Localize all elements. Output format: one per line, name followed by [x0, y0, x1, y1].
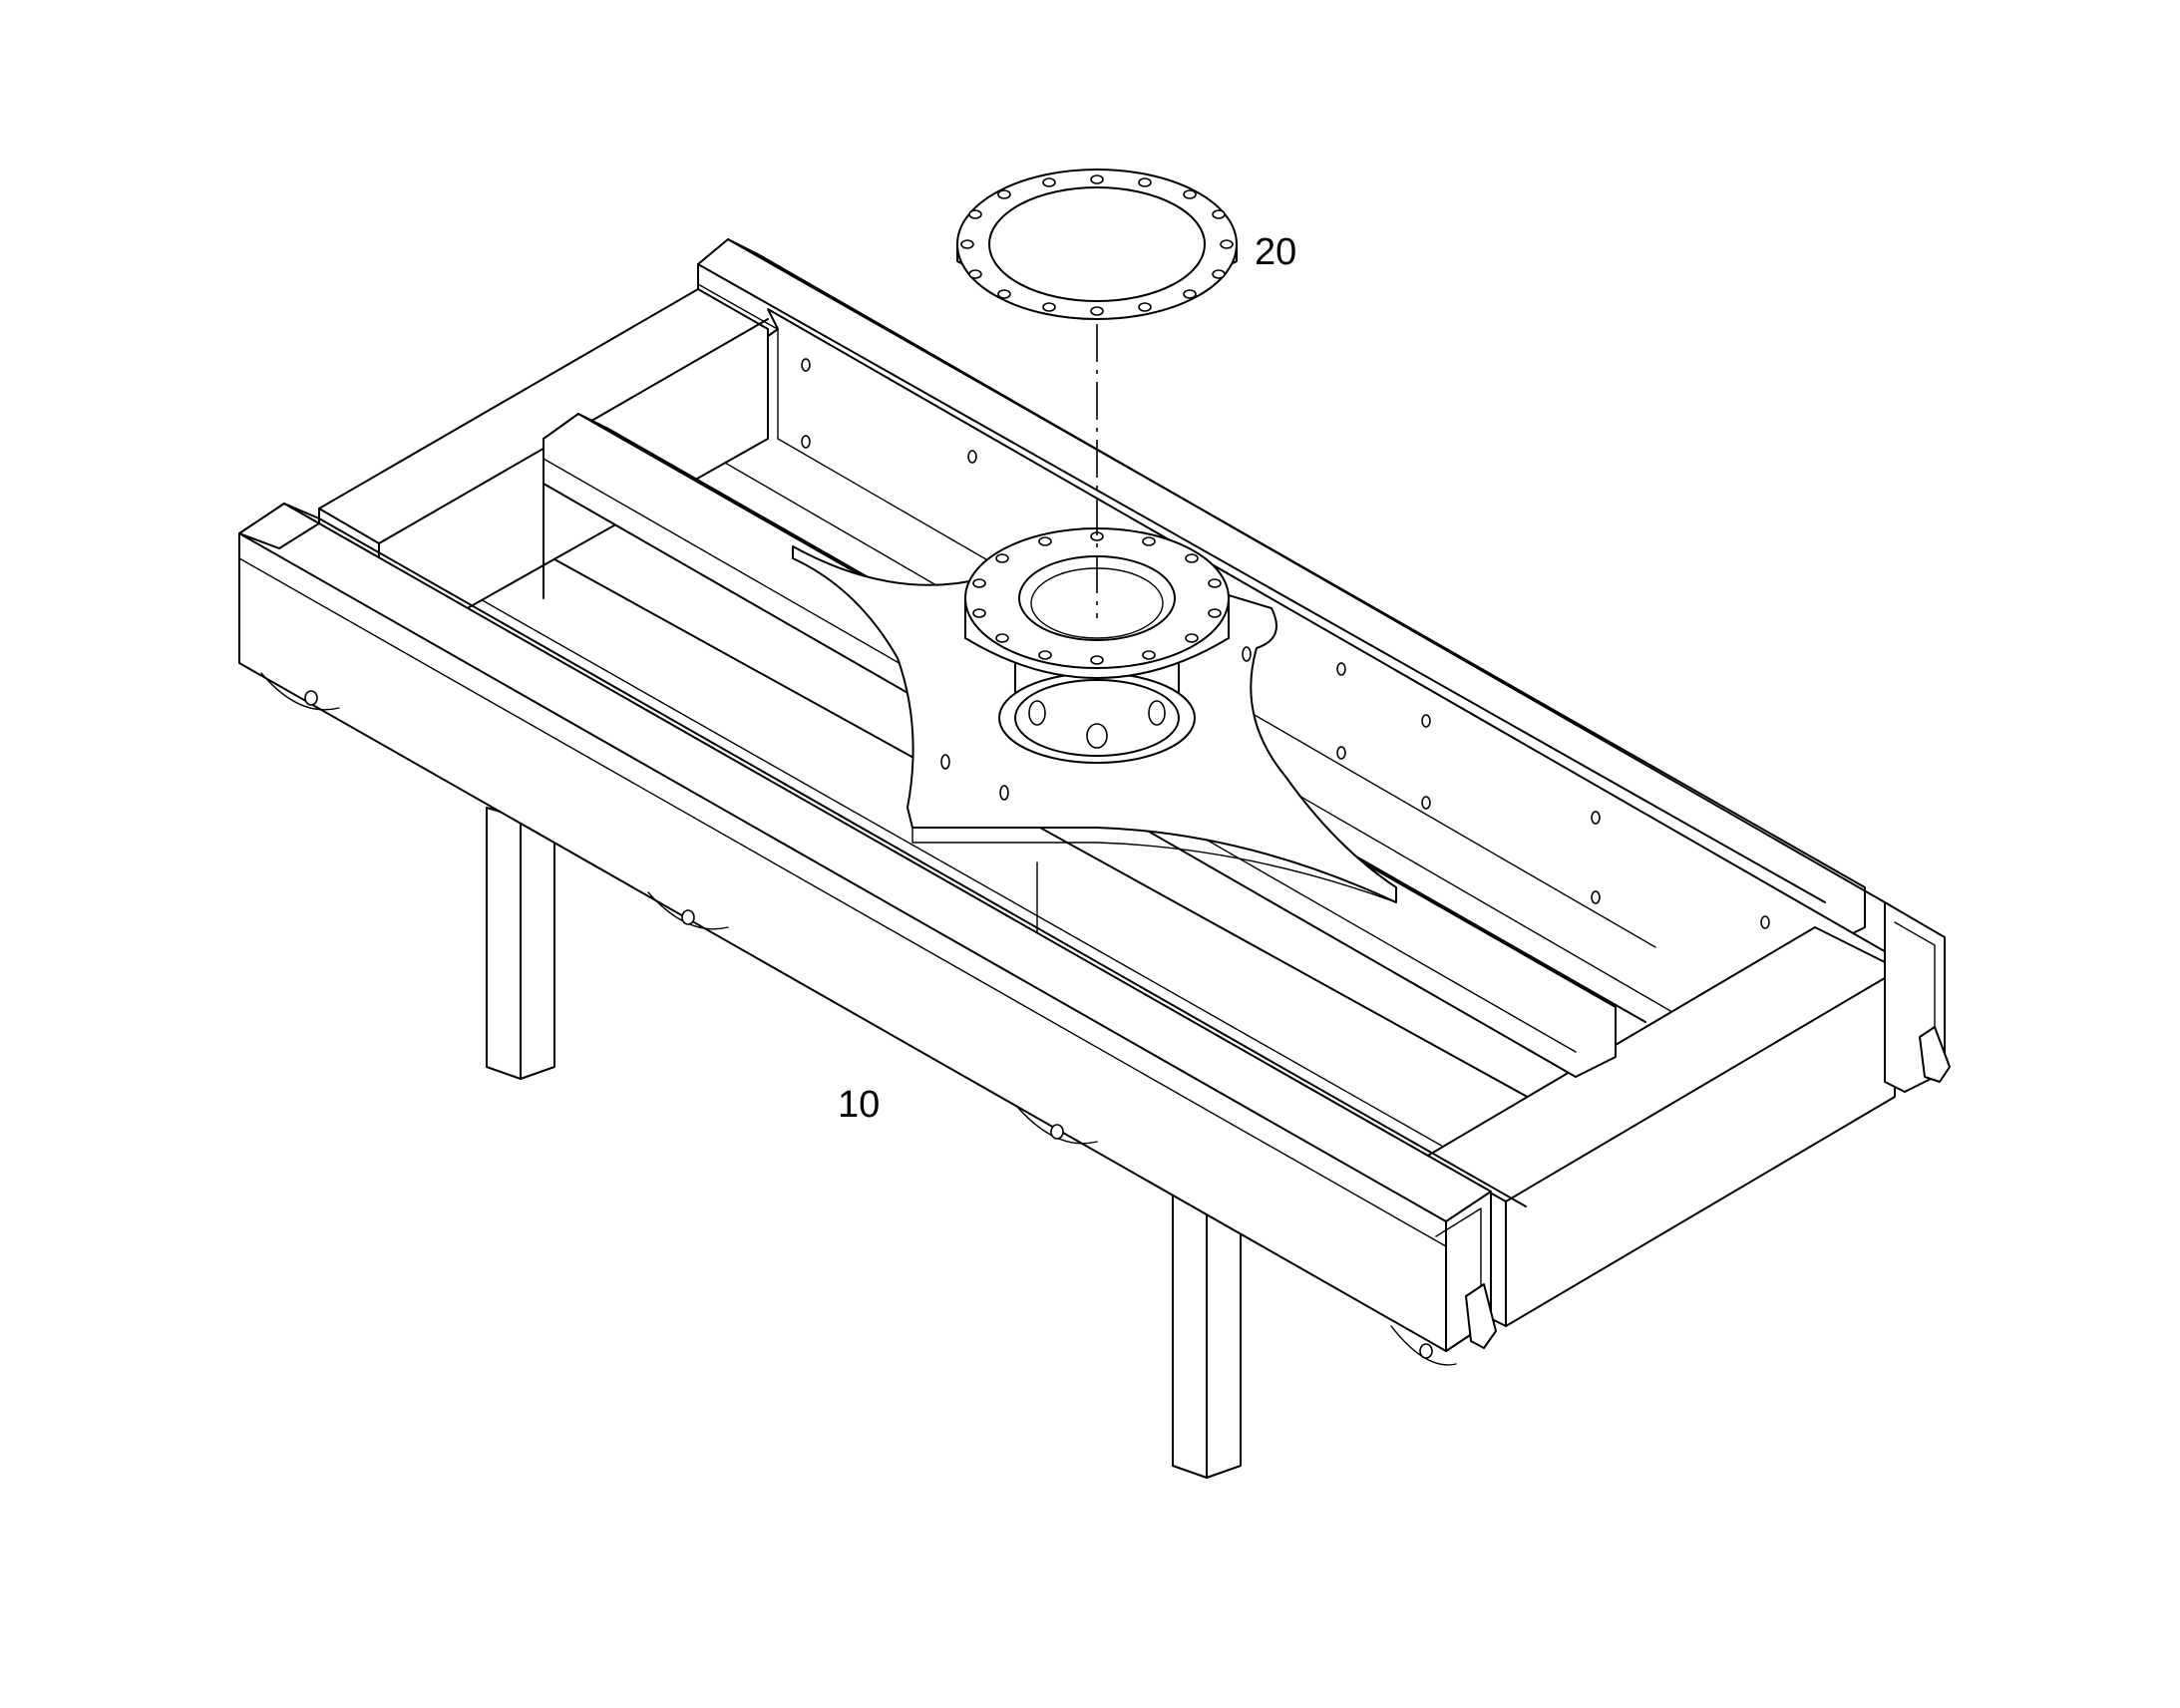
rear-long-beam — [697, 238, 1886, 948]
frame-legs — [486, 807, 1714, 1479]
web-bolts — [801, 358, 1770, 929]
callout-item-10: 10 — [838, 1084, 880, 1126]
right-cross-beam — [1425, 901, 1951, 1327]
flange-ring-part — [956, 169, 1238, 320]
flange-ring-bolt-holes — [960, 174, 1234, 316]
front-long-beam — [238, 503, 1527, 1366]
hub-flange-bolt-holes — [972, 531, 1222, 665]
center-hub — [964, 527, 1230, 764]
callout-item-20: 20 — [1255, 231, 1296, 273]
